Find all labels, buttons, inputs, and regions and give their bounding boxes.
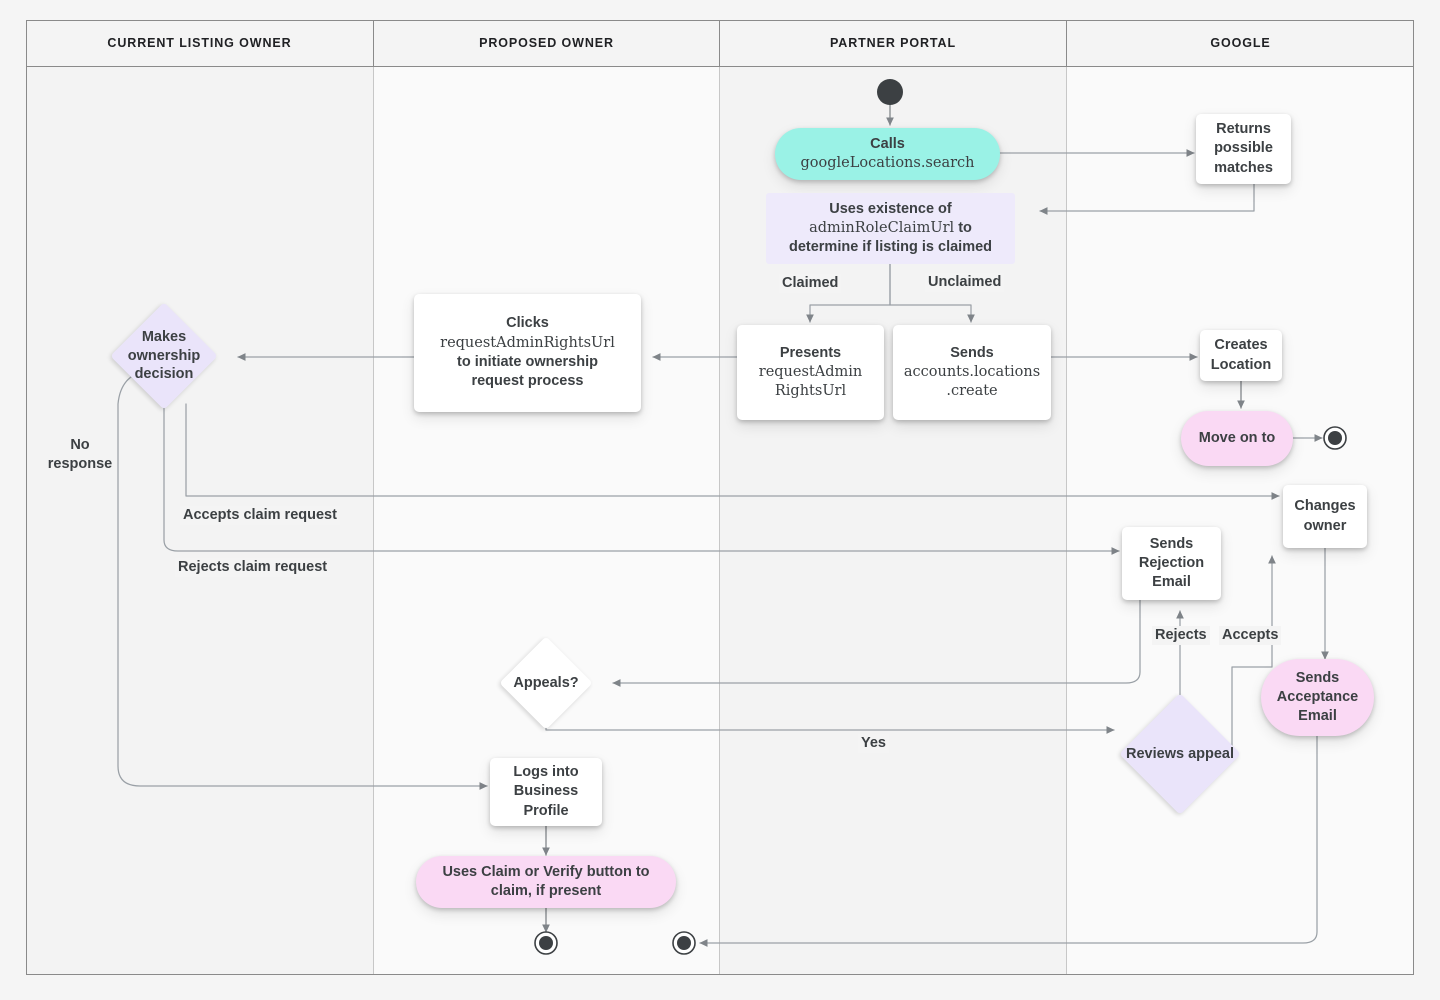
node-returns-possible-matches[interactable]: Returns possible matches	[1196, 114, 1291, 184]
edge-rejects-to-rejectionemail	[163, 403, 1120, 555]
node-move-on-to[interactable]: Move on to	[1181, 411, 1293, 466]
lane-header-partner-portal: PARTNER PORTAL	[720, 20, 1067, 66]
end-node-partner-portal	[672, 931, 696, 955]
edge-label-rejects-claim-request: Rejects claim request	[175, 558, 331, 578]
node-line-2: accounts.locations	[903, 363, 1041, 380]
node-line-3: RightsUrl	[774, 383, 847, 400]
node-label: Logs into Business Profile	[513, 764, 579, 819]
node-line-2-code: adminRoleClaimUrl	[809, 219, 955, 236]
node-line-2: googleLocations.search	[800, 155, 975, 171]
node-label: Makes ownership decision	[127, 328, 201, 383]
edge-label-yes: Yes	[858, 734, 889, 754]
edge-label-unclaimed: Unclaimed	[925, 273, 1005, 293]
edge-acceptanceemail-to-end	[699, 735, 1318, 947]
node-line-2: requestAdmin	[758, 363, 863, 380]
node-label: Sends Rejection Email	[1138, 535, 1205, 591]
node-line-1: Uses existence of	[829, 200, 952, 217]
node-label: Appeals?	[513, 674, 579, 691]
node-calls-google-locations-search[interactable]: Calls googleLocations.search	[775, 128, 1000, 180]
node-sends-rejection-email[interactable]: Sends Rejection Email	[1122, 527, 1221, 600]
node-label: Uses Claim or Verify button to claim, if…	[442, 863, 650, 899]
lane-header-label: GOOGLE	[1210, 36, 1271, 50]
lane-header-label: CURRENT LISTING OWNER	[107, 36, 292, 50]
lane-header-google: GOOGLE	[1067, 20, 1414, 66]
edge-returns-to-uses	[1039, 183, 1255, 215]
node-line-1: Sends	[950, 344, 994, 361]
node-line-3: determine if listing is claimed	[788, 239, 993, 256]
node-uses-claim-or-verify-button[interactable]: Uses Claim or Verify button to claim, if…	[416, 856, 676, 908]
edge-label-no-response: No response	[47, 437, 113, 473]
end-node-google	[1323, 426, 1347, 450]
edge-accepts-to-changesowner	[185, 403, 1280, 500]
node-changes-owner[interactable]: Changes owner	[1283, 485, 1367, 548]
node-reviews-appeal[interactable]: Reviews appeal	[1119, 693, 1241, 815]
node-label: Move on to	[1198, 429, 1276, 446]
node-line-2: requestAdminRightsUrl	[440, 334, 615, 351]
node-label: Changes owner	[1294, 498, 1356, 534]
node-label: Creates Location	[1210, 337, 1272, 373]
node-label: Returns possible matches	[1214, 121, 1273, 176]
node-line-4: request process	[471, 373, 584, 390]
node-label: Reviews appeal	[1126, 745, 1234, 762]
edge-label-accepts: Accepts	[1219, 626, 1282, 646]
node-line-1: Calls	[870, 135, 905, 152]
node-creates-location[interactable]: Creates Location	[1200, 330, 1282, 381]
end-node-proposed-owner	[534, 931, 558, 955]
node-label: Sends Acceptance Email	[1276, 669, 1359, 725]
edge-appeals-yes-to-reviewsappeal	[545, 715, 1115, 734]
node-line-3: to initiate ownership	[457, 354, 598, 370]
node-line-1: Clicks	[506, 315, 549, 332]
edge-label-claimed: Claimed	[779, 274, 842, 294]
lane-header-proposed-owner: PROPOSED OWNER	[374, 20, 720, 66]
edge-uses-to-sends-create	[889, 263, 975, 323]
edge-label-rejects: Rejects	[1152, 626, 1210, 646]
edge-noresponse-to-logsinto	[117, 374, 488, 790]
node-logs-into-business-profile[interactable]: Logs into Business Profile	[490, 758, 602, 826]
node-uses-existence-of-admin-role-claim-url[interactable]: Uses existence of adminRoleClaimUrl to d…	[766, 193, 1015, 264]
node-clicks-request-admin-rights-url[interactable]: Clicks requestAdminRightsUrl to initiate…	[414, 294, 641, 412]
node-line-3: .create	[946, 383, 998, 400]
node-line-2-suffix: to	[954, 219, 972, 236]
node-makes-ownership-decision[interactable]: Makes ownership decision	[110, 302, 218, 410]
start-node	[877, 79, 903, 105]
lane-header-label: PARTNER PORTAL	[829, 36, 957, 50]
node-presents-request-admin-rights-url[interactable]: Presents requestAdmin RightsUrl	[737, 325, 884, 420]
node-sends-acceptance-email[interactable]: Sends Acceptance Email	[1261, 659, 1374, 736]
lane-header-label: PROPOSED OWNER	[479, 36, 614, 50]
lane-header-current-listing-owner: CURRENT LISTING OWNER	[26, 20, 374, 66]
node-line-1: Presents	[779, 344, 842, 361]
lane-header-divider	[26, 66, 1414, 67]
node-appeals[interactable]: Appeals?	[499, 636, 593, 730]
node-sends-accounts-locations-create[interactable]: Sends accounts.locations .create	[893, 325, 1051, 420]
edge-rejectionemail-to-appeals	[612, 599, 1141, 687]
edge-label-accepts-claim-request: Accepts claim request	[180, 506, 340, 526]
